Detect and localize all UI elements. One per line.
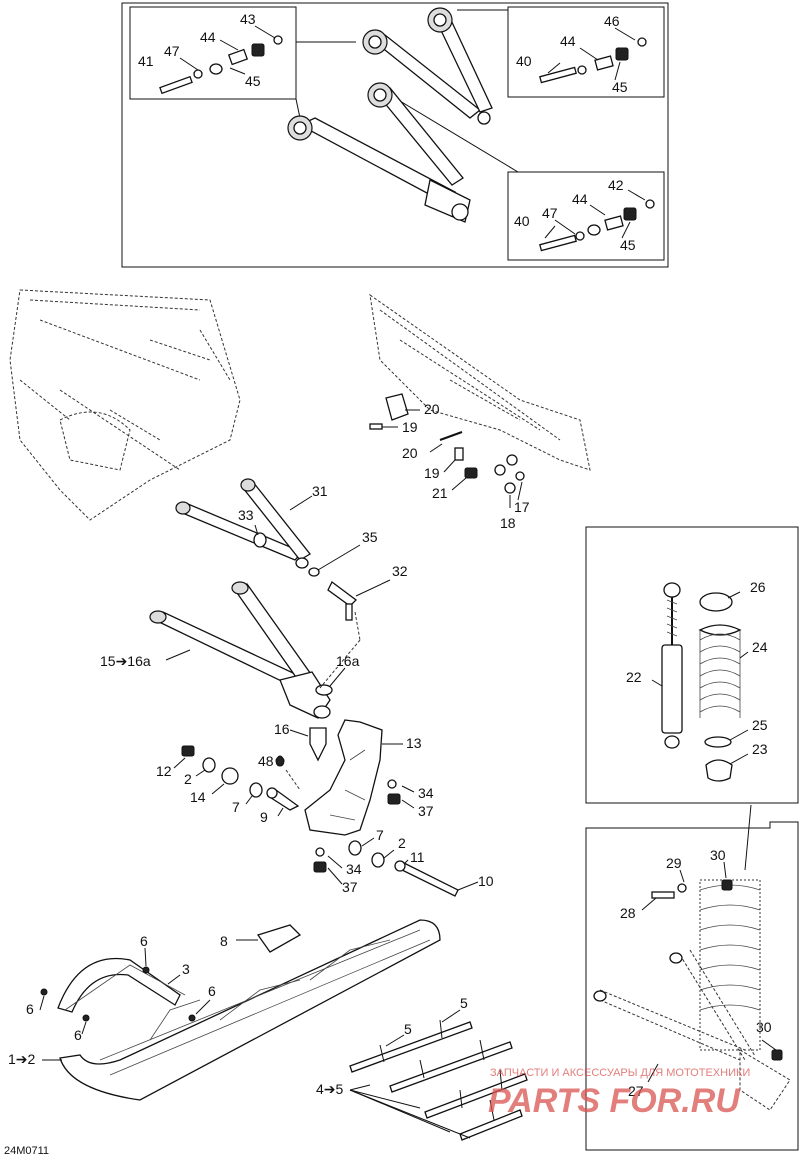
callout-41: 41: [138, 53, 154, 69]
callout-7: 7: [376, 827, 384, 843]
callout-32: 32: [392, 563, 408, 579]
callout-45: 45: [612, 79, 628, 95]
watermark: ЗАПЧАСТИ И АКСЕССУАРЫ ДЛЯ МОТОТЕХНИКИ PA…: [488, 1067, 750, 1120]
callout-12: 12: [156, 763, 172, 779]
callout-21: 21: [432, 485, 448, 501]
callout-17: 17: [514, 499, 530, 515]
callout-37: 37: [418, 803, 434, 819]
chassis-frame-drawing: [9, 289, 591, 521]
shock-detail-box: [585, 526, 799, 804]
callout-23: 23: [752, 741, 768, 757]
callout-26: 26: [750, 579, 766, 595]
ski-assembly: [39, 919, 441, 1101]
callout-43: 43: [240, 11, 256, 27]
bolt-bushing-set-lower: [539, 199, 655, 252]
callout-35: 35: [362, 529, 378, 545]
callout-8: 8: [220, 933, 228, 949]
ski-runners: [349, 1009, 528, 1141]
callout-31: 31: [312, 483, 328, 499]
callout-42: 42: [608, 177, 624, 193]
shock-spring: [698, 591, 749, 782]
callout-25: 25: [752, 717, 768, 733]
callout-15-16a: 15➔16a: [100, 653, 151, 669]
callout-14: 14: [190, 789, 206, 805]
shock-absorber: [651, 582, 683, 749]
upper-a-arm: [175, 478, 391, 621]
figure-code: 24M0711: [4, 1145, 49, 1157]
bolt-bushing-set-left: [159, 35, 283, 95]
callout-4-5: 4➔5: [316, 1081, 344, 1097]
callout-45: 45: [245, 73, 261, 89]
callout-34: 34: [346, 861, 362, 877]
callout-30: 30: [756, 1019, 772, 1035]
callout-44: 44: [572, 191, 588, 207]
callout-44: 44: [560, 33, 576, 49]
bolt-bushing-set-right: [539, 37, 647, 84]
callout-24: 24: [752, 639, 768, 655]
callout-33: 33: [238, 507, 254, 523]
callout-19: 19: [402, 419, 418, 435]
callout-2: 2: [398, 835, 406, 851]
spindle-and-hardware: [173, 719, 479, 897]
installed-detail-box: [585, 821, 799, 1151]
callout-40: 40: [514, 213, 530, 229]
callout-48: 48: [258, 753, 274, 769]
watermark-brand: PARTS FOR.RU: [488, 1082, 741, 1120]
callout-labels: 43 44 47 41 45 46 44 40 45 42 44 47 40 4…: [8, 11, 772, 1099]
callout-5: 5: [460, 995, 468, 1011]
callout-19: 19: [424, 465, 440, 481]
callout-13: 13: [406, 735, 422, 751]
detail-box-lower: [507, 171, 665, 261]
callout-9: 9: [260, 809, 268, 825]
installed-shock-inset: [585, 821, 799, 1151]
callout-46: 46: [604, 13, 620, 29]
inset-frame: [121, 2, 669, 268]
callout-6: 6: [208, 983, 216, 999]
callout-20: 20: [424, 401, 440, 417]
callout-5: 5: [404, 1021, 412, 1037]
watermark-tagline: ЗАПЧАСТИ И АКСЕССУАРЫ ДЛЯ МОТОТЕХНИКИ: [490, 1067, 750, 1079]
shock-inset: [585, 526, 799, 871]
callout-22: 22: [626, 669, 642, 685]
callout-1-2: 1➔2: [8, 1051, 36, 1067]
callout-28: 28: [620, 905, 636, 921]
callout-34: 34: [418, 785, 434, 801]
callout-20: 20: [402, 445, 418, 461]
callout-16: 16: [274, 721, 290, 737]
callout-2: 2: [184, 771, 192, 787]
callout-29: 29: [666, 855, 682, 871]
callout-18: 18: [500, 515, 516, 531]
detail-box-right: [507, 6, 665, 98]
lower-a-arm: [149, 581, 361, 719]
callout-6: 6: [74, 1027, 82, 1043]
callout-11: 11: [410, 849, 425, 865]
callout-47: 47: [164, 43, 180, 59]
callout-40: 40: [516, 53, 532, 69]
callout-27: 27: [628, 1083, 644, 1099]
detail-box-left: [129, 6, 297, 100]
a-arm-inset: [121, 2, 669, 268]
mount-bracket-hardware: [369, 393, 525, 508]
callout-47: 47: [542, 205, 558, 221]
callout-45: 45: [620, 237, 636, 253]
callout-30: 30: [710, 847, 726, 863]
callout-7: 7: [232, 799, 240, 815]
callout-37: 37: [342, 879, 358, 895]
callout-10: 10: [478, 873, 494, 889]
callout-3: 3: [182, 961, 190, 977]
upper-a-arm-drawing: [287, 7, 493, 223]
callout-16a: 16a: [336, 653, 360, 669]
callout-6: 6: [140, 933, 148, 949]
callout-44: 44: [200, 29, 216, 45]
callout-6: 6: [26, 1001, 34, 1017]
